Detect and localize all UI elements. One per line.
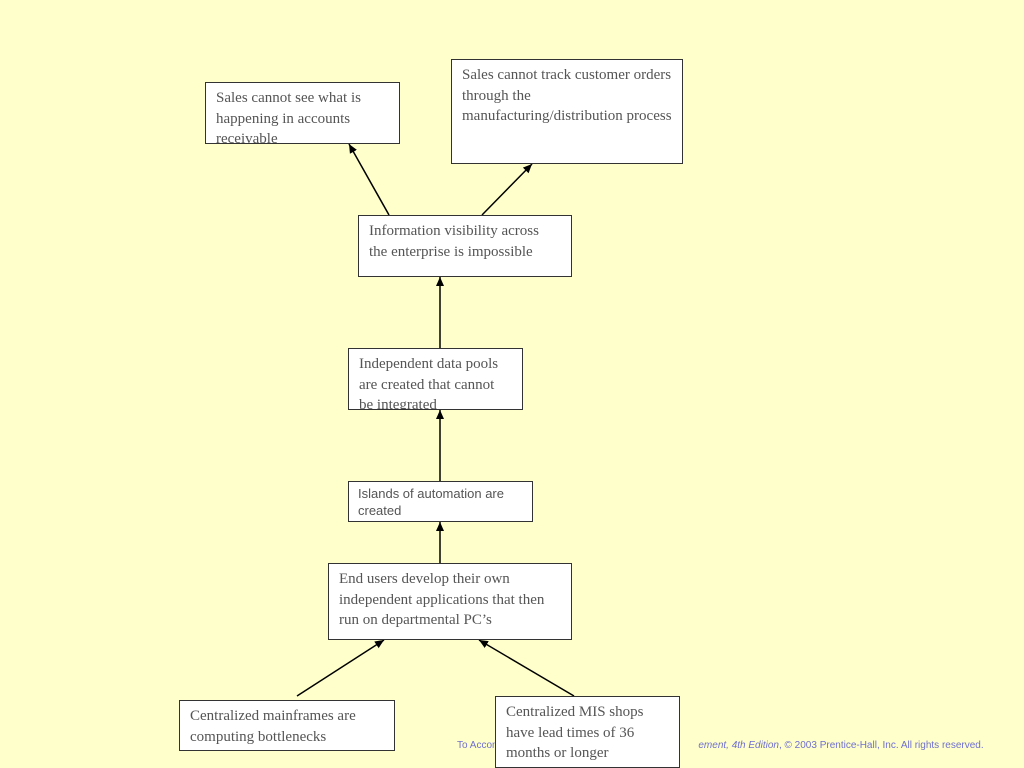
node-independent-data-pools: Independent data pools are created that …	[348, 348, 523, 410]
node-sales-accounts-receivable: Sales cannot see what is happening in ac…	[205, 82, 400, 144]
node-information-visibility: Information visibility across the enterp…	[358, 215, 572, 277]
arrow-mainframes-to-end-users	[296, 639, 385, 697]
footer-italic-title: ement, 4th Edition	[698, 740, 779, 751]
node-islands-of-automation: Islands of automation are created	[348, 481, 533, 522]
copyright-footer: To Accom ement, 4th Edition, © 2003 Prent…	[457, 740, 984, 751]
node-centralized-mis-shops: Centralized MIS shops have lead times of…	[495, 696, 680, 768]
arrow-visibility-to-sales-orders	[481, 163, 533, 216]
node-sales-order-tracking: Sales cannot track customer orders throu…	[451, 59, 683, 164]
arrow-mis-shops-to-end-users	[478, 639, 575, 697]
arrow-visibility-to-sales-ar	[348, 143, 390, 216]
footer-suffix: , © 2003 Prentice-Hall, Inc. All rights …	[778, 740, 984, 751]
node-end-user-applications: End users develop their own independent …	[328, 563, 572, 640]
node-centralized-mainframes: Centralized mainframes are computing bot…	[179, 700, 395, 751]
footer-prefix: To Accom	[457, 740, 501, 751]
